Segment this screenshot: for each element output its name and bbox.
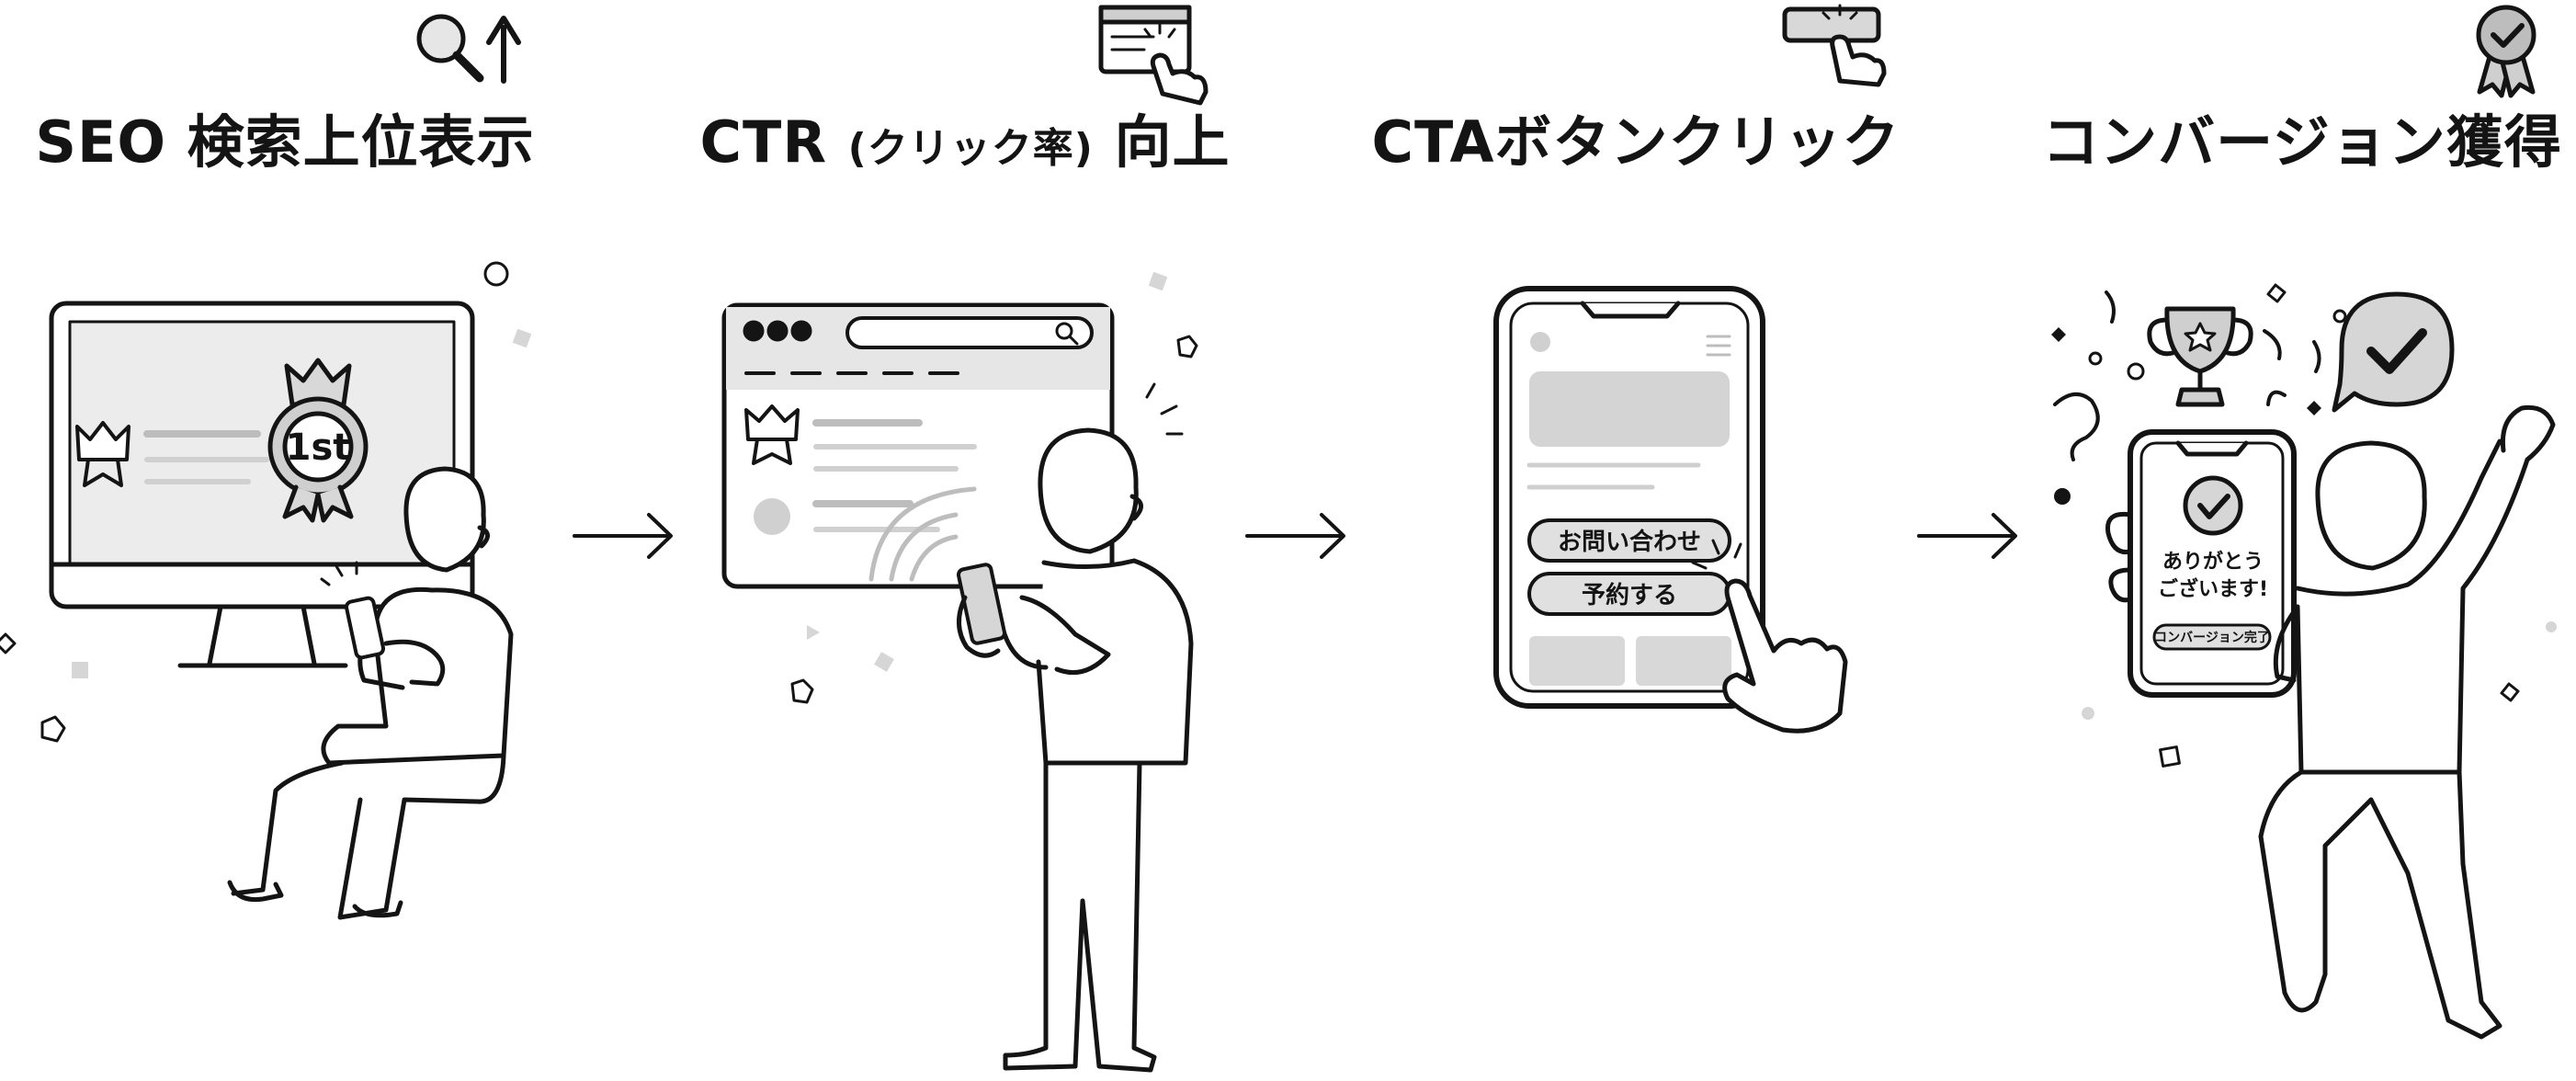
speech-check-icon xyxy=(2332,291,2455,413)
scene-ctr xyxy=(721,271,1198,1073)
step-title-seo: SEO 検索上位表示 xyxy=(28,92,542,193)
step-title-seo-text: SEO 検索上位表示 xyxy=(35,108,535,176)
reserve-button-label: 予約する xyxy=(1582,581,1677,609)
step-title-ctr-end: 向上 xyxy=(1093,108,1231,176)
first-place-label: 1st xyxy=(286,427,351,469)
scene-cv xyxy=(2051,283,2557,1040)
step-title-cta-text: CTAボタンクリック xyxy=(1371,108,1901,176)
thanks-line-2: ございます! xyxy=(2158,577,2268,601)
arrow-1 xyxy=(573,513,673,559)
award-check-icon xyxy=(2476,5,2536,98)
conversion-complete-badge: コンバージョン完了 xyxy=(2154,630,2270,645)
button-tap-icon xyxy=(1782,4,1887,87)
contact-button-label: お問い合わせ xyxy=(1558,528,1701,556)
crown-icon xyxy=(744,404,800,441)
step-title-cta: CTAボタンクリック xyxy=(1360,92,1912,193)
step-title-ctr-main: CTR xyxy=(699,108,848,176)
contact-button xyxy=(1527,518,1731,563)
search-up-icon xyxy=(416,14,521,84)
trophy-icon xyxy=(2147,306,2253,407)
thanks-line-1: ありがとう xyxy=(2162,550,2264,574)
scene-seo xyxy=(0,261,532,920)
crown-icon xyxy=(75,421,131,461)
step-title-ctr: CTR (クリック率) 向上 xyxy=(680,92,1250,193)
step-title-ctr-paren: (クリック率) xyxy=(847,125,1094,172)
scene-cta xyxy=(1493,286,1848,734)
browser-click-icon xyxy=(1098,5,1209,106)
arrow-2 xyxy=(1245,513,1345,559)
step-title-cv: コンバージョン獲得 xyxy=(2040,92,2564,193)
first-place-medal-icon xyxy=(267,358,369,523)
arrow-3 xyxy=(1917,513,2017,559)
step-title-cv-text: コンバージョン獲得 xyxy=(2042,108,2562,176)
